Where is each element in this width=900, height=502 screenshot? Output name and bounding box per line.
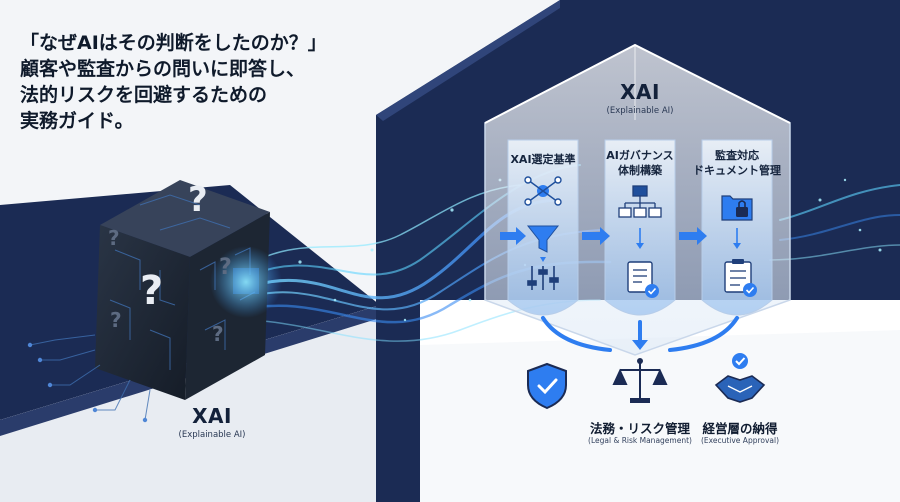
house-title: XAI: [620, 80, 660, 104]
headline-line-1: 「なぜAIはその判断をしたのか？」: [20, 32, 327, 54]
black-box-cube: [27, 180, 282, 423]
column-1-title: XAI選定基準: [510, 153, 576, 166]
headline: 「なぜAIはその判断をしたのか？」 顧客や監査からの問いに即答し、 法的リスクを…: [20, 30, 380, 134]
clipboard-checklist-icon: [724, 259, 757, 297]
cube-question-mark: ?: [188, 180, 208, 220]
cube-subtitle: (Explainable AI): [178, 430, 246, 440]
shield-check-icon: [527, 362, 567, 410]
outcome-legal-subtitle: (Legal & Risk Management): [588, 436, 692, 445]
scales-icon: [612, 358, 668, 403]
column-3: [701, 139, 773, 316]
cube-question-mark: ?: [110, 308, 122, 332]
column-2: [604, 139, 676, 316]
org-chart-icon: [618, 185, 662, 218]
outcome-legal-title: 法務・リスク管理: [589, 421, 690, 436]
cube-question-mark: ?: [108, 226, 120, 250]
sliders-icon: [527, 266, 559, 290]
column-2-title: AIガバナンス 体制構築: [606, 149, 674, 177]
network-nodes-icon: [524, 176, 562, 206]
outcome-executive-title: 経営層の納得: [702, 421, 778, 436]
document-check-icon: [627, 261, 659, 298]
funnel-icon: [526, 225, 560, 253]
headline-line-3: 法的リスクを回避するための: [20, 84, 268, 106]
cube-question-mark: ?: [140, 268, 164, 314]
headline-line-2: 顧客や監査からの問いに即答し、: [20, 58, 306, 80]
flow-arrows: [500, 227, 741, 262]
outcome-executive-subtitle: (Executive Approval): [700, 436, 780, 445]
cube-title: XAI: [192, 404, 232, 428]
converging-arrows: [541, 316, 739, 352]
cube-question-mark: ?: [219, 255, 232, 280]
locked-folder-icon: [721, 195, 753, 221]
cube-question-mark: ?: [212, 322, 224, 346]
house-subtitle: (Explainable AI): [606, 106, 674, 116]
glass-house: [484, 43, 791, 356]
column-3-title: 監査対応 ドキュメント管理: [693, 149, 781, 177]
headline-line-4: 実務ガイド。: [20, 110, 134, 132]
handshake-check-icon: [714, 353, 766, 403]
